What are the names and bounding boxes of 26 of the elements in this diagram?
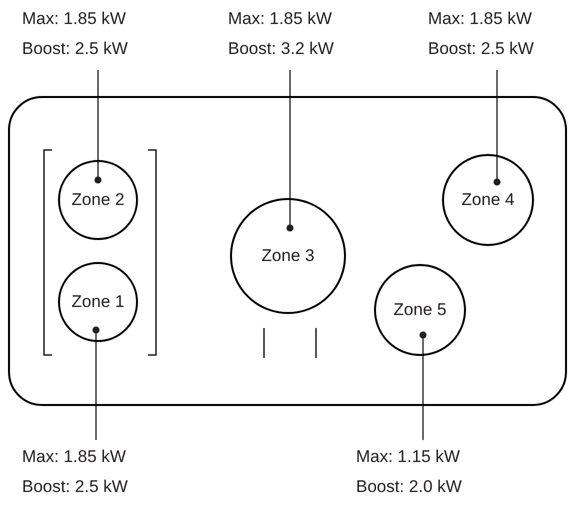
power-rating: Max: 1.85 kW [22,8,127,30]
power-rating: Boost: 2.5 kW [22,476,129,498]
power-rating: Max: 1.85 kW [428,8,533,30]
zone-name: Zone 3 [262,245,314,267]
power-rating: Boost: 2.0 kW [356,476,463,498]
cooking-zone [442,154,534,246]
cooking-zone [58,262,138,342]
leader-line [94,70,102,184]
leader-line [420,332,426,440]
cooking-zone [58,160,138,240]
cooktop-outline [8,96,567,406]
leader-line [286,70,294,232]
power-rating: Boost: 2.5 kW [22,38,129,60]
power-rating: Max: 1.15 kW [356,446,461,468]
zone-name: Zone 1 [72,291,124,313]
cooking-zone [374,264,466,356]
power-rating: Max: 1.85 kW [228,8,333,30]
power-rating: Boost: 2.5 kW [428,38,535,60]
zone-name: Zone 2 [72,189,124,211]
leader-line [494,70,500,186]
leader-line [92,326,100,440]
zone-name: Zone 4 [462,189,514,211]
cooking-zone [230,198,346,314]
power-rating: Boost: 3.2 kW [228,38,335,60]
power-rating: Max: 1.85 kW [22,446,127,468]
zone-name: Zone 5 [394,299,446,321]
